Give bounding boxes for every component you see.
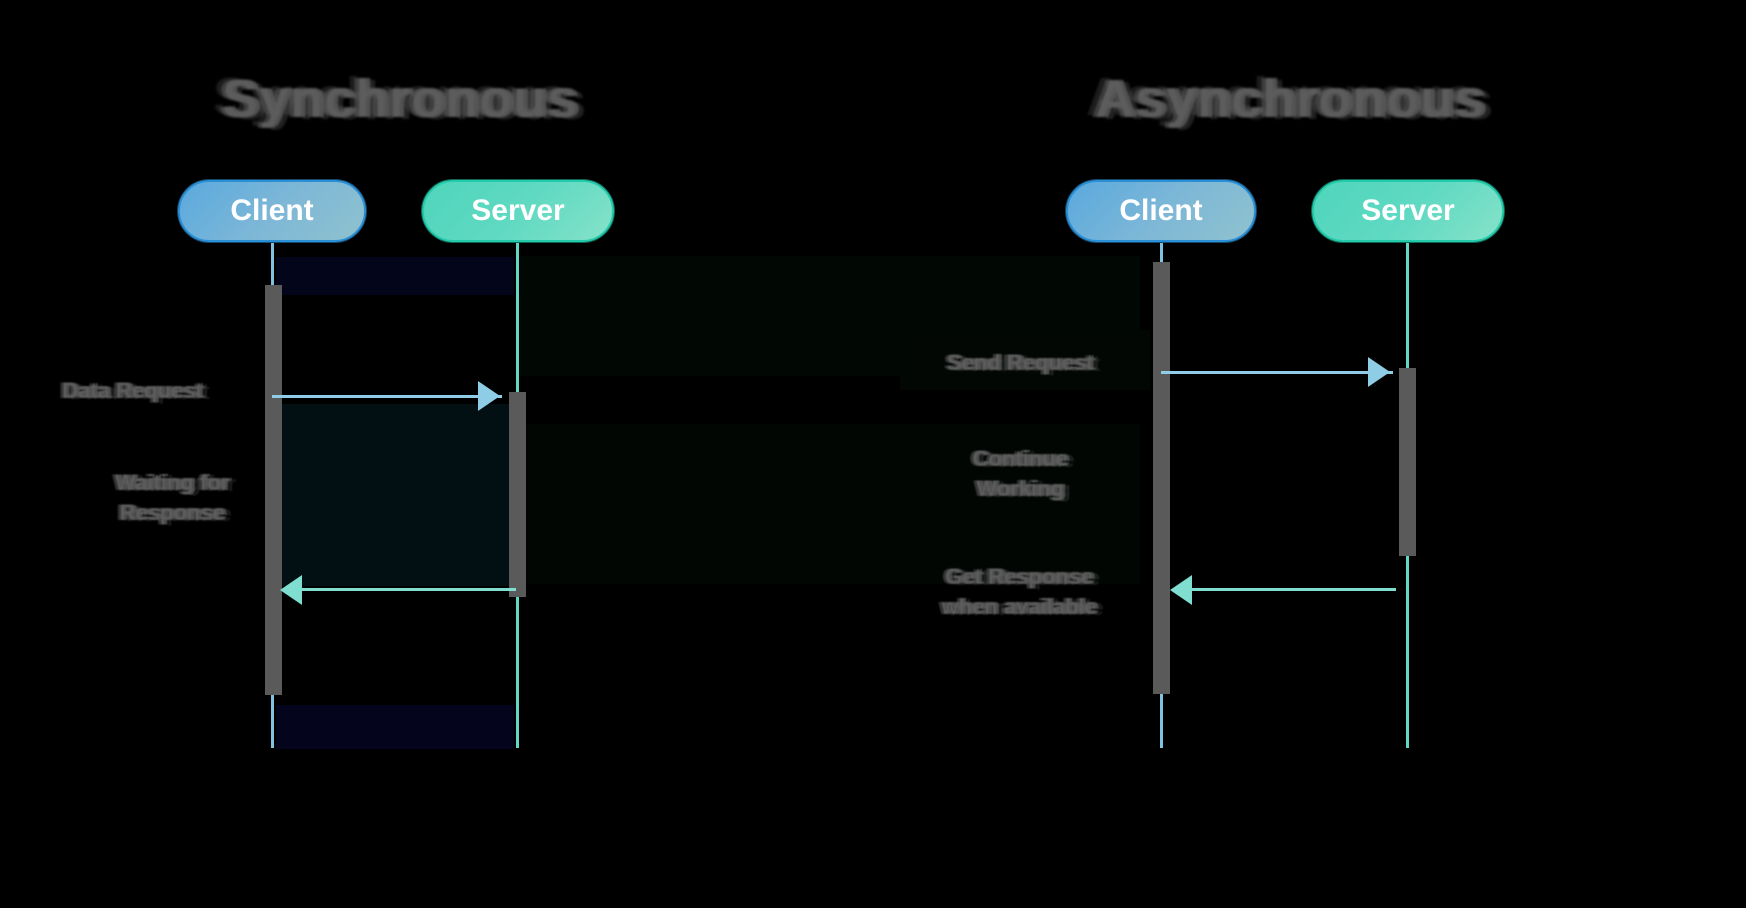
message-label-sync-data-request: Data Request bbox=[62, 378, 203, 403]
activation-bar-async-client bbox=[1153, 262, 1170, 694]
message-label-async-send-request: Send Request bbox=[946, 350, 1094, 375]
arrow-head-left-icon bbox=[280, 575, 302, 605]
message-line-async-response bbox=[1178, 588, 1396, 591]
panel-title-synchronous: Synchronous bbox=[221, 69, 579, 129]
message-line-sync-response bbox=[288, 588, 516, 591]
message-label-sync-waiting-for-response: Waiting for Response bbox=[114, 470, 230, 525]
message-label-async-get-response: Get Response when available bbox=[941, 564, 1097, 619]
activation-bar-async-server bbox=[1399, 368, 1416, 556]
message-line-sync-request bbox=[272, 395, 502, 398]
arrow-head-left-icon bbox=[1170, 575, 1192, 605]
background-artifact-band bbox=[276, 257, 514, 295]
participant-label: Client bbox=[1119, 194, 1203, 227]
message-line-async-request bbox=[1161, 371, 1393, 374]
panel-title-asynchronous: Asynchronous bbox=[1094, 69, 1486, 129]
participant-async-client[interactable]: Client bbox=[1066, 180, 1256, 242]
message-label-async-continue-working: Continue Working bbox=[972, 446, 1068, 501]
participant-sync-client[interactable]: Client bbox=[178, 180, 366, 242]
activation-bar-sync-server bbox=[509, 392, 526, 597]
background-artifact-band bbox=[276, 404, 514, 586]
participant-sync-server[interactable]: Server bbox=[422, 180, 614, 242]
arrow-head-right-icon bbox=[1368, 357, 1390, 387]
participant-label: Server bbox=[1361, 194, 1455, 227]
arrow-head-right-icon bbox=[478, 381, 500, 411]
background-artifact-band bbox=[276, 705, 514, 749]
participant-async-server[interactable]: Server bbox=[1312, 180, 1504, 242]
participant-label: Server bbox=[471, 194, 565, 227]
participant-label: Client bbox=[230, 194, 314, 227]
activation-bar-sync-client bbox=[265, 285, 282, 695]
